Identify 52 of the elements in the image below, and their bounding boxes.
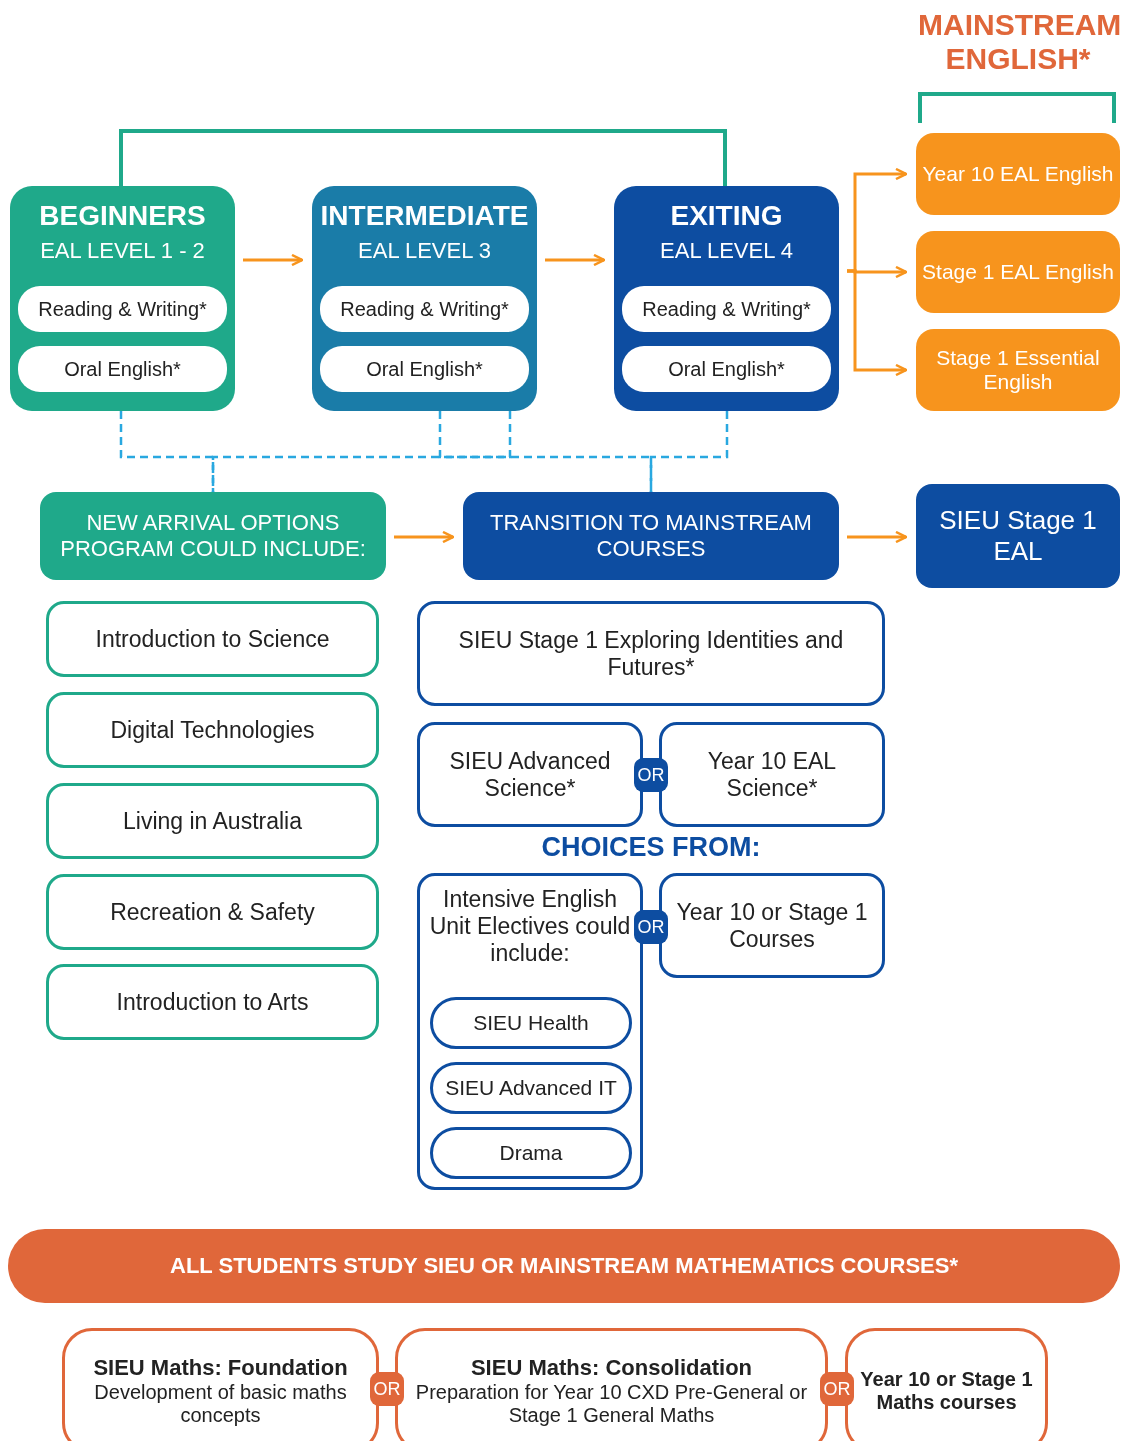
arrow — [394, 530, 455, 544]
subject-pill: Reading & Writing* — [320, 286, 529, 332]
arrow — [847, 269, 908, 377]
dashed-connector — [438, 411, 653, 492]
course-description: Development of basic maths concepts — [93, 1380, 348, 1427]
arrow — [545, 253, 606, 267]
arrow — [243, 253, 304, 267]
course-description: Preparation for Year 10 CXD Pre-General or Stage 1 General Maths — [414, 1380, 809, 1427]
heading-band: TRANSITION TO MAINSTREAM COURSES — [463, 492, 839, 580]
course-heading: SIEU Maths: Foundation — [93, 1354, 348, 1381]
level-card — [10, 186, 235, 411]
or-badge: OR — [820, 1372, 854, 1406]
course-heading: SIEU Maths: Consolidation — [470, 1354, 753, 1381]
subject-box: Recreation & Safety — [46, 874, 379, 950]
level-card — [312, 186, 537, 411]
arrow — [847, 530, 908, 544]
or-badge: OR — [370, 1372, 404, 1406]
course-box: SIEU Stage 1 EAL — [916, 484, 1120, 588]
subject-box: Introduction to Arts — [46, 964, 379, 1040]
course-box: Year 10 EAL English — [916, 133, 1120, 215]
level-subheading: EAL LEVEL 3 — [358, 238, 491, 264]
subject-pill: Oral English* — [320, 346, 529, 392]
subject-pill: Oral English* — [18, 346, 227, 392]
subject-box: Digital Technologies — [46, 692, 379, 768]
level-heading: EXITING — [670, 200, 783, 232]
level-heading: INTERMEDIATE — [320, 200, 529, 232]
or-badge: OR — [634, 758, 668, 792]
subject-pill: Reading & Writing* — [622, 286, 831, 332]
dashed-connector — [649, 411, 729, 492]
subject-box: Introduction to Science — [46, 601, 379, 677]
section-heading: MAINSTREAM ENGLISH* — [918, 8, 1118, 76]
course-heading: Intensive English Unit Electives could include: — [428, 886, 632, 967]
subject-pill: Oral English* — [622, 346, 831, 392]
heading-band: NEW ARRIVAL OPTIONS PROGRAM COULD INCLUDE: — [40, 492, 386, 580]
level-card — [614, 186, 839, 411]
section-heading: CHOICES FROM: — [540, 832, 762, 863]
course-box: SIEU Stage 1 Exploring Identities and Futures* — [417, 601, 885, 706]
dashed-connector — [211, 411, 512, 492]
or-badge: OR — [634, 910, 668, 944]
connector — [119, 129, 727, 186]
course-box: Stage 1 EAL English — [916, 231, 1120, 313]
elective-pill: SIEU Health — [430, 997, 632, 1049]
level-subheading: EAL LEVEL 1 - 2 — [40, 238, 205, 264]
level-heading: BEGINNERS — [39, 200, 206, 232]
course-box: Stage 1 Essential English — [916, 329, 1120, 411]
dashed-connector — [119, 411, 215, 492]
elective-pill: Drama — [430, 1127, 632, 1179]
banner: ALL STUDENTS STUDY SIEU OR MAINSTREAM MATHEMATICS COURSES* — [8, 1229, 1120, 1303]
subject-pill: Reading & Writing* — [18, 286, 227, 332]
level-subheading: EAL LEVEL 4 — [660, 238, 793, 264]
elective-pill: SIEU Advanced IT — [430, 1062, 632, 1114]
subject-box: Living in Australia — [46, 783, 379, 859]
